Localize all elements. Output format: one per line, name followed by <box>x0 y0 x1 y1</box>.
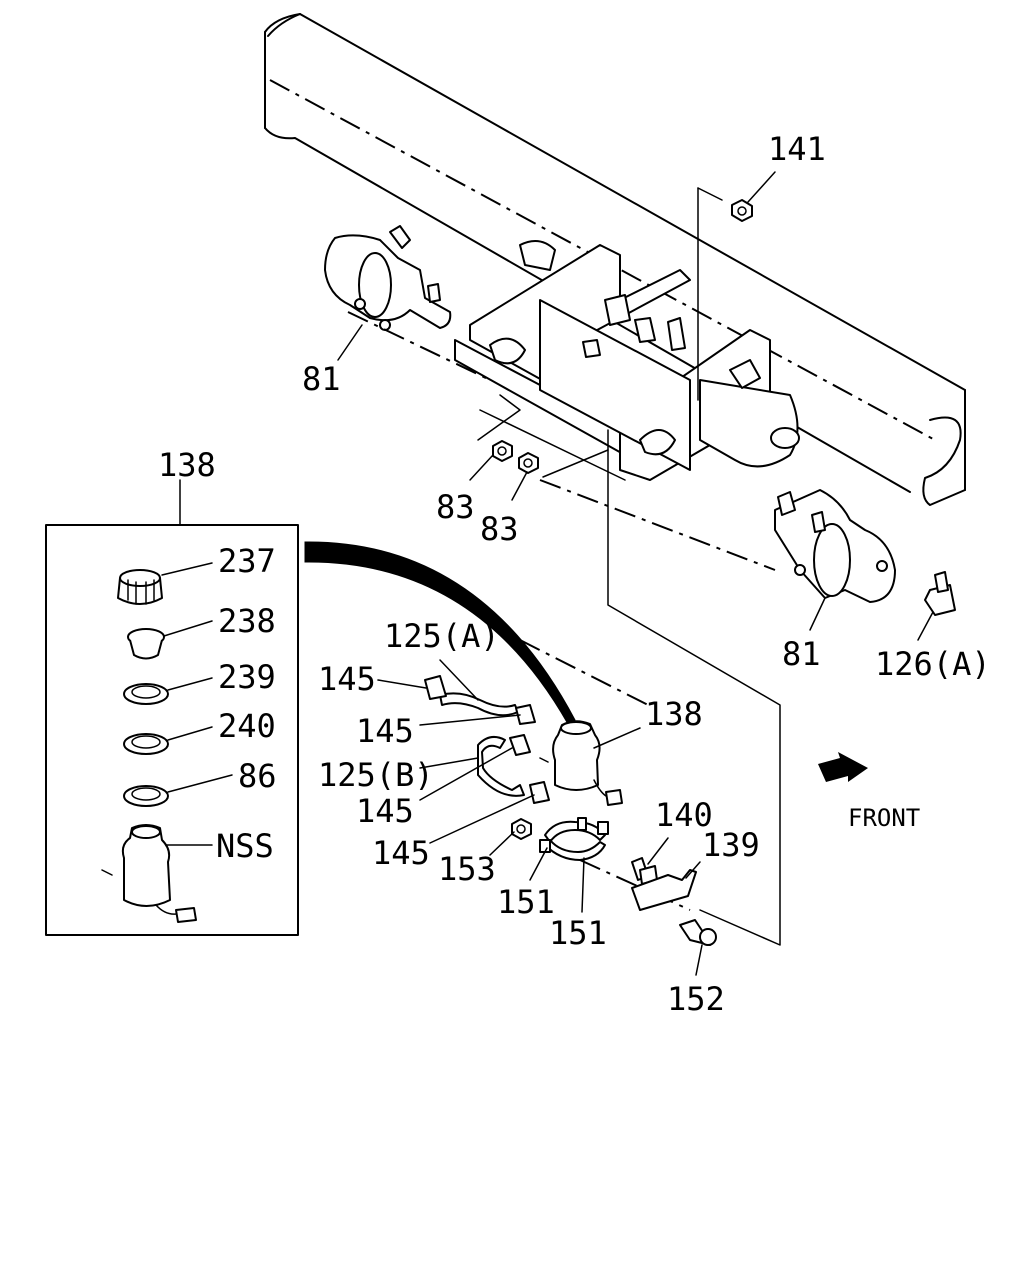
clamp-145-d <box>529 781 550 804</box>
callout-138-tank: 138 <box>645 695 703 733</box>
cap-237 <box>117 569 163 605</box>
tank-nss <box>101 824 197 923</box>
callout-145-a: 145 <box>318 660 376 698</box>
callout-153: 153 <box>438 850 496 888</box>
callout-81-right: 81 <box>782 635 821 673</box>
tank-138 <box>539 720 623 806</box>
box-leaders <box>161 562 233 846</box>
band-151 <box>539 817 609 861</box>
callout-83-a: 83 <box>436 488 475 526</box>
callout-152: 152 <box>667 980 725 1018</box>
mounting-bracket <box>454 240 800 481</box>
callout-239: 239 <box>218 658 276 696</box>
front-arrow-icon <box>818 752 868 782</box>
pump-unit-left <box>324 225 452 331</box>
callout-139: 139 <box>702 826 760 864</box>
elbow-fitting-126a <box>924 571 956 616</box>
ring-240 <box>123 733 169 755</box>
callout-240: 240 <box>218 707 276 745</box>
main-leaders <box>337 171 934 976</box>
clamp-145-c <box>509 734 531 756</box>
callout-141: 141 <box>768 130 826 168</box>
clamp-145-a <box>424 675 447 700</box>
callout-83-b: 83 <box>480 510 519 548</box>
callout-125a: 125(A) <box>384 617 500 655</box>
callout-151-a: 151 <box>497 883 555 921</box>
front-label: FRONT <box>848 804 920 832</box>
callout-145-c: 145 <box>356 792 414 830</box>
inset-box <box>45 524 299 936</box>
ring-86 <box>123 785 169 807</box>
callout-145-d: 145 <box>372 834 430 872</box>
callout-145-b: 145 <box>356 712 414 750</box>
hose-125b <box>477 735 525 797</box>
callout-151-b: 151 <box>549 914 607 952</box>
ring-238 <box>127 628 165 660</box>
nut-141 <box>731 199 753 222</box>
clamp-145-b <box>515 704 536 725</box>
bolt-152 <box>679 919 717 946</box>
callout-81-left: 81 <box>302 360 341 398</box>
bolt-140 <box>631 857 658 885</box>
callout-126a: 126(A) <box>875 645 991 683</box>
ring-239 <box>123 683 169 705</box>
callout-140: 140 <box>655 796 713 834</box>
nut-83-a <box>492 440 513 462</box>
nut-153 <box>511 818 532 840</box>
callout-86: 86 <box>238 757 277 795</box>
hose-125a <box>439 692 519 717</box>
callout-138-box: 138 <box>158 446 216 484</box>
nut-83-b <box>518 452 539 474</box>
callout-238: 238 <box>218 602 276 640</box>
pump-unit-right <box>774 489 896 603</box>
callout-237: 237 <box>218 542 276 580</box>
callout-nss: NSS <box>216 827 274 865</box>
callout-125b: 125(B) <box>318 756 434 794</box>
